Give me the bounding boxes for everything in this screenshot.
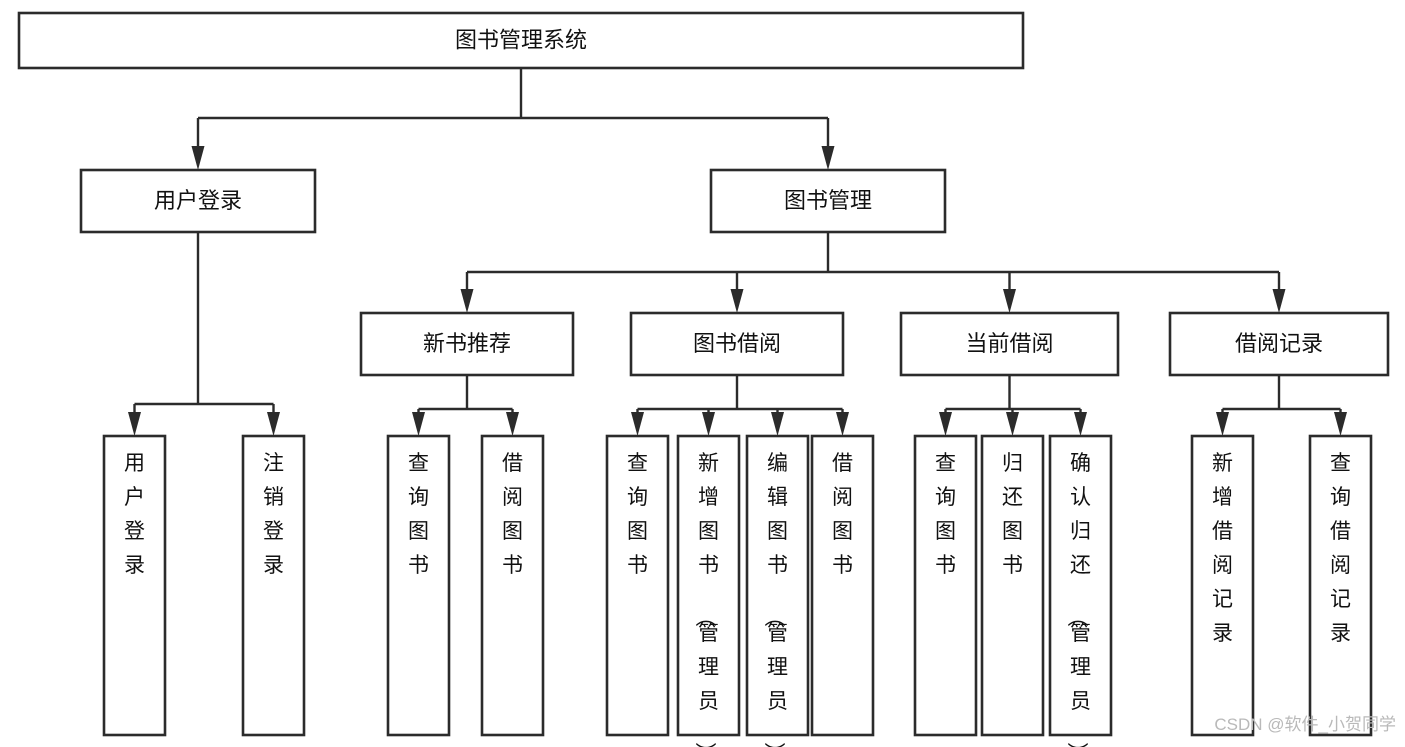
arrow-head-icon (1216, 412, 1229, 436)
node-box-leaf[interactable] (480, 434, 545, 737)
arrow-head-icon (1006, 412, 1019, 436)
node-label: 当前借阅 (965, 331, 1053, 356)
node-leaf-query-book-rec[interactable]: 查询图书 (386, 434, 451, 737)
node-leaf-return-book[interactable]: 归还图书 (980, 434, 1045, 737)
arrow-head-icon (821, 146, 835, 170)
node-label: 新书推荐 (423, 331, 511, 356)
node-box-level3[interactable] (1168, 311, 1390, 377)
node-box-leaf[interactable] (1308, 434, 1373, 737)
node-leaf-query-book-current[interactable]: 查询图书 (913, 434, 978, 737)
arrow-head-icon (460, 289, 474, 313)
node-leaf-borrow-book[interactable]: 借阅图书 (810, 434, 875, 737)
node-leaf-user-login[interactable]: 用户登录 (102, 434, 167, 737)
node-book-borrow[interactable]: 图书借阅 (629, 311, 845, 377)
node-box-level2[interactable] (79, 168, 317, 234)
arrow-head-icon (702, 412, 715, 436)
node-borrow-record[interactable]: 借阅记录 (1168, 311, 1390, 377)
node-label: 查询借阅记录 (1330, 452, 1351, 645)
arrow-head-icon (191, 146, 205, 170)
node-leaf-confirm-return-admin[interactable]: 确认归还（管理员） (1048, 434, 1113, 747)
node-box-leaf[interactable] (1190, 434, 1255, 737)
node-label: 用户登录 (124, 452, 145, 577)
node-box-level3[interactable] (899, 311, 1120, 377)
node-label: 归还图书 (1002, 452, 1023, 577)
connector-group-current-borrow (939, 375, 1087, 436)
connector-group-book-borrow (631, 375, 849, 436)
node-box-leaf[interactable] (1048, 434, 1113, 737)
connector-group-borrow-record (1216, 375, 1347, 436)
node-leaf-borrow-book-rec[interactable]: 借阅图书 (480, 434, 545, 737)
node-label: 图书管理 (784, 188, 872, 213)
connector-group-book-manage (460, 232, 1286, 313)
connector-group-new-book-recommend (412, 375, 519, 436)
node-label: 新增借阅记录 (1212, 452, 1233, 645)
arrow-head-icon (1074, 412, 1087, 436)
node-label: 借阅图书 (502, 452, 523, 577)
node-label: 借阅图书 (832, 452, 853, 577)
csdn-watermark: CSDN @软件_小贺同学 (1214, 715, 1396, 734)
arrow-head-icon (506, 412, 519, 436)
node-box-level3[interactable] (629, 311, 845, 377)
arrow-head-icon (412, 412, 425, 436)
arrow-head-icon (631, 412, 644, 436)
nodes-layer: 图书管理系统用户登录图书管理新书推荐图书借阅当前借阅借阅记录用户登录注销登录查询… (17, 11, 1390, 747)
node-label: 新增图书（管理员） (693, 452, 719, 747)
node-book-manage[interactable]: 图书管理 (709, 168, 947, 234)
node-current-borrow[interactable]: 当前借阅 (899, 311, 1120, 377)
node-label: 图书借阅 (693, 331, 781, 356)
node-label: 用户登录 (154, 188, 242, 213)
node-box-leaf[interactable] (810, 434, 875, 737)
node-box-leaf[interactable] (676, 434, 741, 737)
node-box-root[interactable] (17, 11, 1025, 70)
arrow-head-icon (771, 412, 784, 436)
node-label: 确认归还（管理员） (1065, 452, 1091, 747)
connector-group-user-login (128, 232, 280, 436)
node-label: 查询图书 (408, 452, 429, 577)
node-leaf-query-borrow-record[interactable]: 查询借阅记录 (1308, 434, 1373, 737)
node-new-book-recommend[interactable]: 新书推荐 (359, 311, 575, 377)
node-box-leaf[interactable] (605, 434, 670, 737)
node-root[interactable]: 图书管理系统 (17, 11, 1025, 70)
node-box-leaf[interactable] (745, 434, 810, 737)
node-leaf-query-book-borrow[interactable]: 查询图书 (605, 434, 670, 737)
arrow-head-icon (1003, 289, 1016, 313)
arrow-head-icon (730, 289, 744, 313)
arrow-head-icon (1334, 412, 1347, 436)
node-box-level3[interactable] (359, 311, 575, 377)
arrow-head-icon (128, 412, 141, 436)
arrow-head-icon (1272, 289, 1286, 313)
arrow-head-icon (267, 412, 280, 436)
node-box-leaf[interactable] (980, 434, 1045, 737)
node-box-leaf[interactable] (102, 434, 167, 737)
node-label: 编辑图书（管理员） (762, 452, 788, 747)
node-leaf-add-book-admin[interactable]: 新增图书（管理员） (676, 434, 741, 747)
connector-group-root (191, 68, 835, 170)
node-label: 查询图书 (627, 452, 648, 577)
node-box-leaf[interactable] (386, 434, 451, 737)
node-box-leaf[interactable] (241, 434, 306, 737)
node-label: 图书管理系统 (455, 27, 587, 52)
node-box-leaf[interactable] (913, 434, 978, 737)
node-user-login[interactable]: 用户登录 (79, 168, 317, 234)
node-leaf-add-borrow-record[interactable]: 新增借阅记录 (1190, 434, 1255, 737)
node-label: 查询图书 (935, 452, 956, 577)
node-leaf-edit-book-admin[interactable]: 编辑图书（管理员） (745, 434, 810, 747)
node-label: 注销登录 (263, 452, 284, 577)
connectors-layer (128, 68, 1347, 436)
node-label: 借阅记录 (1235, 331, 1323, 356)
node-leaf-logout-login[interactable]: 注销登录 (241, 434, 306, 737)
arrow-head-icon (836, 412, 849, 436)
arrow-head-icon (939, 412, 952, 436)
node-box-level2[interactable] (709, 168, 947, 234)
